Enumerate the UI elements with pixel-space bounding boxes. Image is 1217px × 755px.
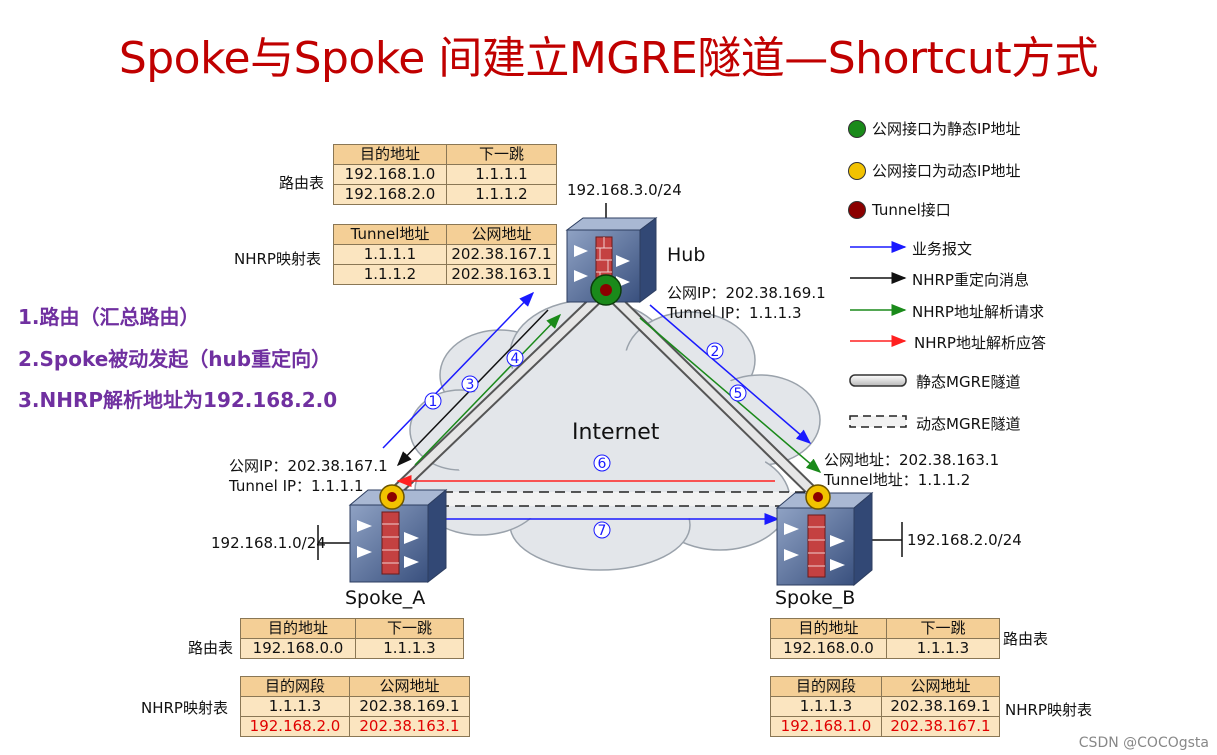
step-marker-5-text: 5 (734, 386, 743, 402)
legend-tunnel-if: Tunnel接口 (848, 199, 951, 220)
spoke-b-tunnel-ip: Tunnel地址：1.1.1.2 (824, 471, 971, 489)
step-marker-2-text: 2 (711, 344, 720, 360)
arrow-step1 (382, 291, 535, 449)
step-marker-6 (593, 454, 611, 472)
step-marker-7-text: 7 (598, 523, 607, 539)
spoke-a-route-label: 路由表 (188, 639, 234, 657)
legend-static-tunnel: 静态MGRE隧道 (916, 373, 1021, 391)
step-text-2: 2.Spoke被动发起（hub重定向） (18, 347, 332, 371)
static-ip-dot-icon (848, 119, 866, 138)
dynamic-tunnel-a-b (394, 491, 816, 507)
legend-graphics (849, 241, 907, 428)
hub-lan: 192.168.3.0/24 (567, 181, 682, 199)
step-marker-2 (706, 342, 724, 360)
step-marker-7 (593, 521, 611, 539)
legend-nhrp-redirect: NHRP重定向消息 (912, 271, 1029, 289)
tunnel-dot-icon (848, 200, 866, 219)
hub-tunnel-ip: Tunnel IP：1.1.1.3 (667, 304, 802, 322)
arrow-step2 (649, 304, 812, 444)
spoke-a-device (348, 488, 448, 584)
hub-nhrp-label: NHRP映射表 (234, 250, 321, 268)
step-marker-3-text: 3 (466, 377, 475, 393)
spoke-b-public-ip: 公网地址：202.38.163.1 (824, 451, 1000, 469)
static-tunnel-hub-b (601, 285, 823, 502)
step-marker-4 (506, 349, 524, 367)
step-marker-1-text: 1 (429, 394, 438, 410)
internet-label: Internet (572, 420, 660, 445)
legend-nhrp-reply: NHRP地址解析应答 (914, 334, 1046, 352)
spoke-a-nhrp-label: NHRP映射表 (141, 699, 228, 717)
spoke-a-name: Spoke_A (345, 587, 426, 609)
step-marker-1 (424, 392, 442, 410)
spoke-b-nhrp-label: NHRP映射表 (1005, 701, 1092, 719)
spoke-a-public-ip: 公网IP：202.38.167.1 (229, 457, 388, 475)
spoke-b-name: Spoke_B (775, 587, 856, 609)
static-tunnel-a-hub (387, 285, 611, 500)
legend-nhrp-request: NHRP地址解析请求 (912, 303, 1044, 321)
watermark: CSDN @COCOgsta (1078, 735, 1209, 751)
step-marker-4-text: 4 (511, 351, 520, 367)
spoke-a-lan: 192.168.1.0/24 (211, 534, 326, 552)
legend-static-ip: 公网接口为静态IP地址 (848, 118, 1020, 139)
step-text-1: 1.路由（汇总路由） (18, 305, 200, 329)
step-text-3: 3.NHRP解析地址为192.168.2.0 (18, 388, 338, 412)
hub-public-ip: 公网IP：202.38.169.1 (667, 284, 826, 302)
spoke-b-tunnel-dot (813, 492, 823, 502)
step-marker-6-text: 6 (598, 456, 607, 472)
spoke-b-lan: 192.168.2.0/24 (907, 531, 1022, 549)
page-title: Spoke与Spoke 间建立MGRE隧道—Shortcut方式 (118, 33, 1099, 84)
hub-route-label: 路由表 (279, 174, 325, 192)
hub-tunnel-dot (600, 284, 612, 296)
legend-business: 业务报文 (912, 240, 973, 258)
step-marker-5 (729, 384, 747, 402)
arrow-step4 (414, 313, 562, 466)
hub-name: Hub (667, 244, 706, 266)
spoke-b-device (775, 491, 874, 587)
spoke-a-tunnel-dot (387, 492, 397, 502)
legend-dynamic-ip: 公网接口为动态IP地址 (848, 160, 1020, 181)
spoke-b-route-label: 路由表 (1003, 630, 1049, 648)
dynamic-ip-dot-icon (848, 161, 866, 180)
spoke-a-tunnel-ip: Tunnel IP：1.1.1.1 (229, 477, 364, 495)
step-marker-3 (461, 375, 479, 393)
legend-dynamic-tunnel: 动态MGRE隧道 (916, 415, 1021, 433)
